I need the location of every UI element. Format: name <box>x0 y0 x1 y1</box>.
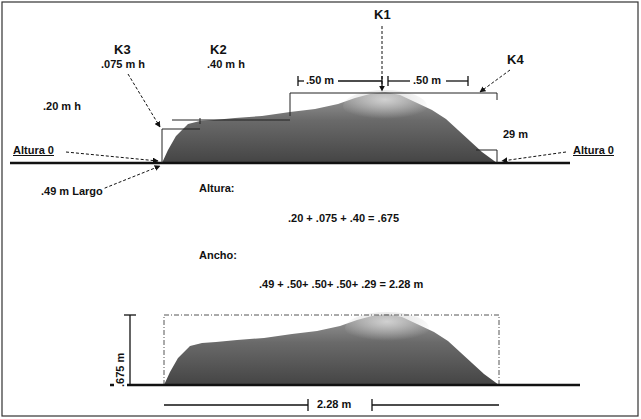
dimension-label: 2.28 m <box>316 398 352 411</box>
ground-label: Altura 0 <box>12 144 55 157</box>
section-heading: Altura: <box>198 182 235 195</box>
dimension-label: .50 m <box>412 74 442 87</box>
dimension-label: .50 m <box>305 74 335 87</box>
ground-label: Altura 0 <box>572 144 615 157</box>
mound-profile <box>162 90 497 163</box>
dimension-label: .075 m h <box>100 58 146 71</box>
formula-text: .49 + .50+ .50+ .50+ .29 = 2.28 m <box>258 278 424 291</box>
callout-number: K4 <box>506 53 525 68</box>
callout-number: K2 <box>209 43 228 58</box>
formula-text: .20 + .075 + .40 = .675 <box>287 212 400 225</box>
dimension-label: .40 m h <box>206 58 246 71</box>
dimension-label: .20 m h <box>42 100 82 113</box>
callout-number: K1 <box>373 8 392 23</box>
dimension-label: .49 m Largo <box>40 185 104 198</box>
dimension-label: 29 m <box>502 128 529 141</box>
section-heading: Ancho: <box>198 249 238 262</box>
dimension-label: .675 m <box>114 352 127 388</box>
callout-number: K3 <box>113 43 132 58</box>
